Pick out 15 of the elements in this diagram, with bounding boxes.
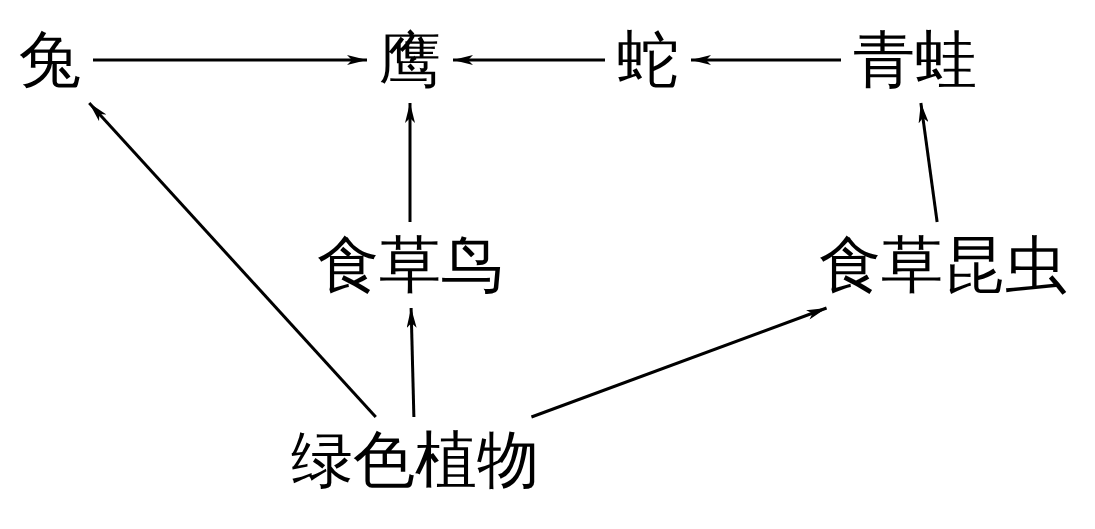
organism-label: 绿色植物 — [291, 429, 539, 491]
arrow — [405, 103, 415, 222]
organism-label: 青蛙 — [853, 29, 977, 91]
arrow — [406, 307, 417, 418]
arrow — [918, 102, 939, 223]
organism-label: 兔 — [19, 29, 81, 91]
arrow — [93, 55, 367, 65]
organism-label: 蛇 — [617, 29, 679, 91]
arrow — [691, 55, 841, 65]
organism-label: 食草鸟 — [317, 234, 503, 296]
organism-label: 食草昆虫 — [819, 234, 1067, 296]
arrow — [88, 102, 377, 418]
organism-label: 鹰 — [379, 29, 441, 91]
arrow — [530, 306, 828, 419]
arrow — [453, 55, 605, 65]
